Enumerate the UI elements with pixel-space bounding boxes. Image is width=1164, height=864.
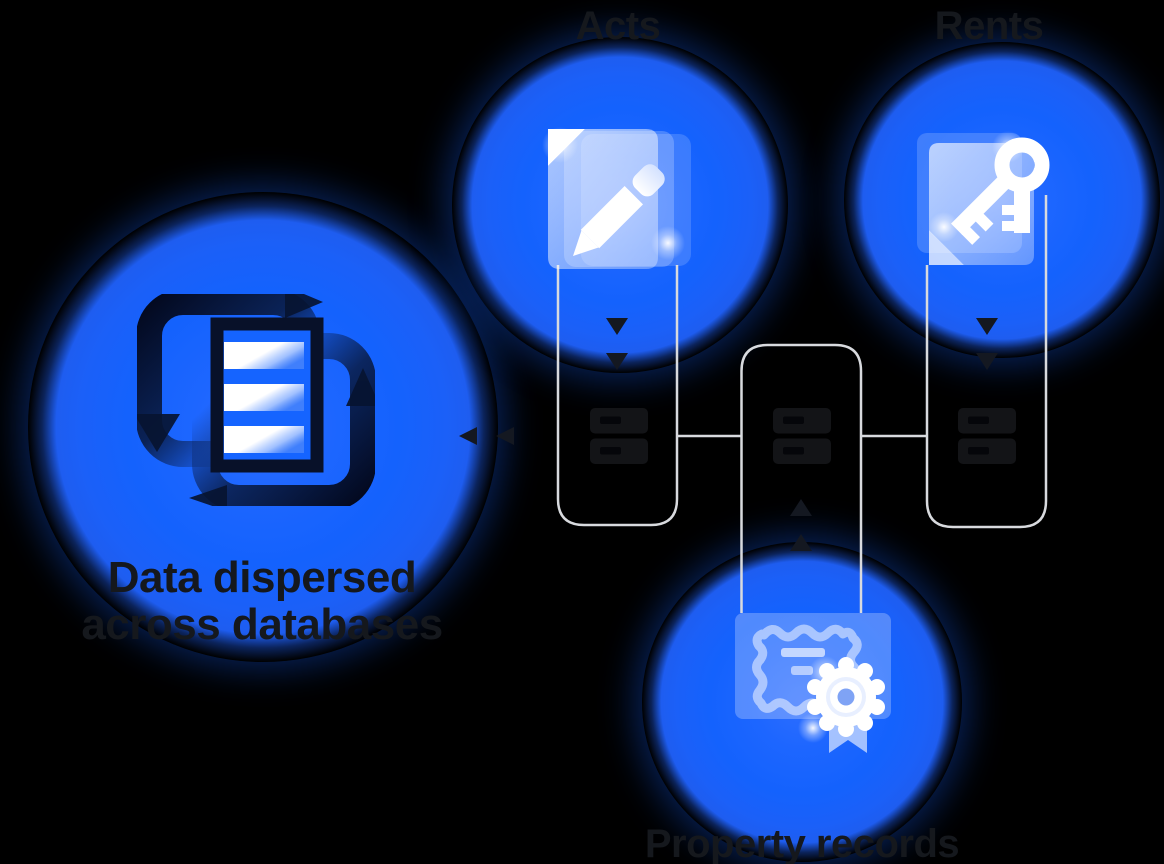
property-circle [642, 542, 962, 862]
stack-card-front [548, 129, 658, 269]
rents-label: Rents [934, 4, 1044, 48]
property-track [740, 343, 863, 613]
server-stack-property [773, 408, 831, 464]
arrow-down-icon [976, 318, 998, 335]
arrow-down-icon [606, 318, 628, 335]
arrow-left-icon [459, 427, 477, 445]
acts-label: Acts [575, 4, 661, 48]
server-stack-rents [958, 408, 1016, 464]
sparkle-dot [929, 212, 959, 242]
source-label: Data dispersed across databases [52, 554, 472, 648]
sparkle-dot [809, 656, 841, 688]
source-label-line2: across databases [81, 600, 443, 649]
arrow-down-icon [976, 353, 998, 370]
text-line [781, 648, 825, 657]
certificate-seal-icon [735, 613, 891, 753]
document-pencil-icon [542, 127, 691, 269]
property-records-label: Property records [644, 822, 960, 864]
flow-arrows [459, 318, 998, 551]
source-label-line1: Data dispersed [107, 553, 417, 602]
rents-track [925, 195, 1048, 529]
document-keys-icon [917, 131, 1050, 265]
document-list [210, 317, 324, 473]
sparkle-dot [798, 713, 828, 743]
connector-tracks [556, 195, 1048, 613]
sync-arrowheads [137, 294, 375, 506]
pencil-glyph [573, 164, 665, 256]
arrow-left-icon [496, 427, 514, 445]
text-line [791, 666, 813, 675]
arrow-up-icon [790, 499, 812, 516]
sparkle-dot [651, 226, 685, 260]
arrow-down-icon [606, 353, 628, 370]
sync-documents-icon [137, 294, 375, 506]
server-stack-acts [590, 408, 648, 464]
arrow-up-icon [790, 534, 812, 551]
acts-track [556, 265, 679, 527]
sparkle-dot [992, 131, 1024, 163]
sparkle-dot [542, 127, 578, 163]
